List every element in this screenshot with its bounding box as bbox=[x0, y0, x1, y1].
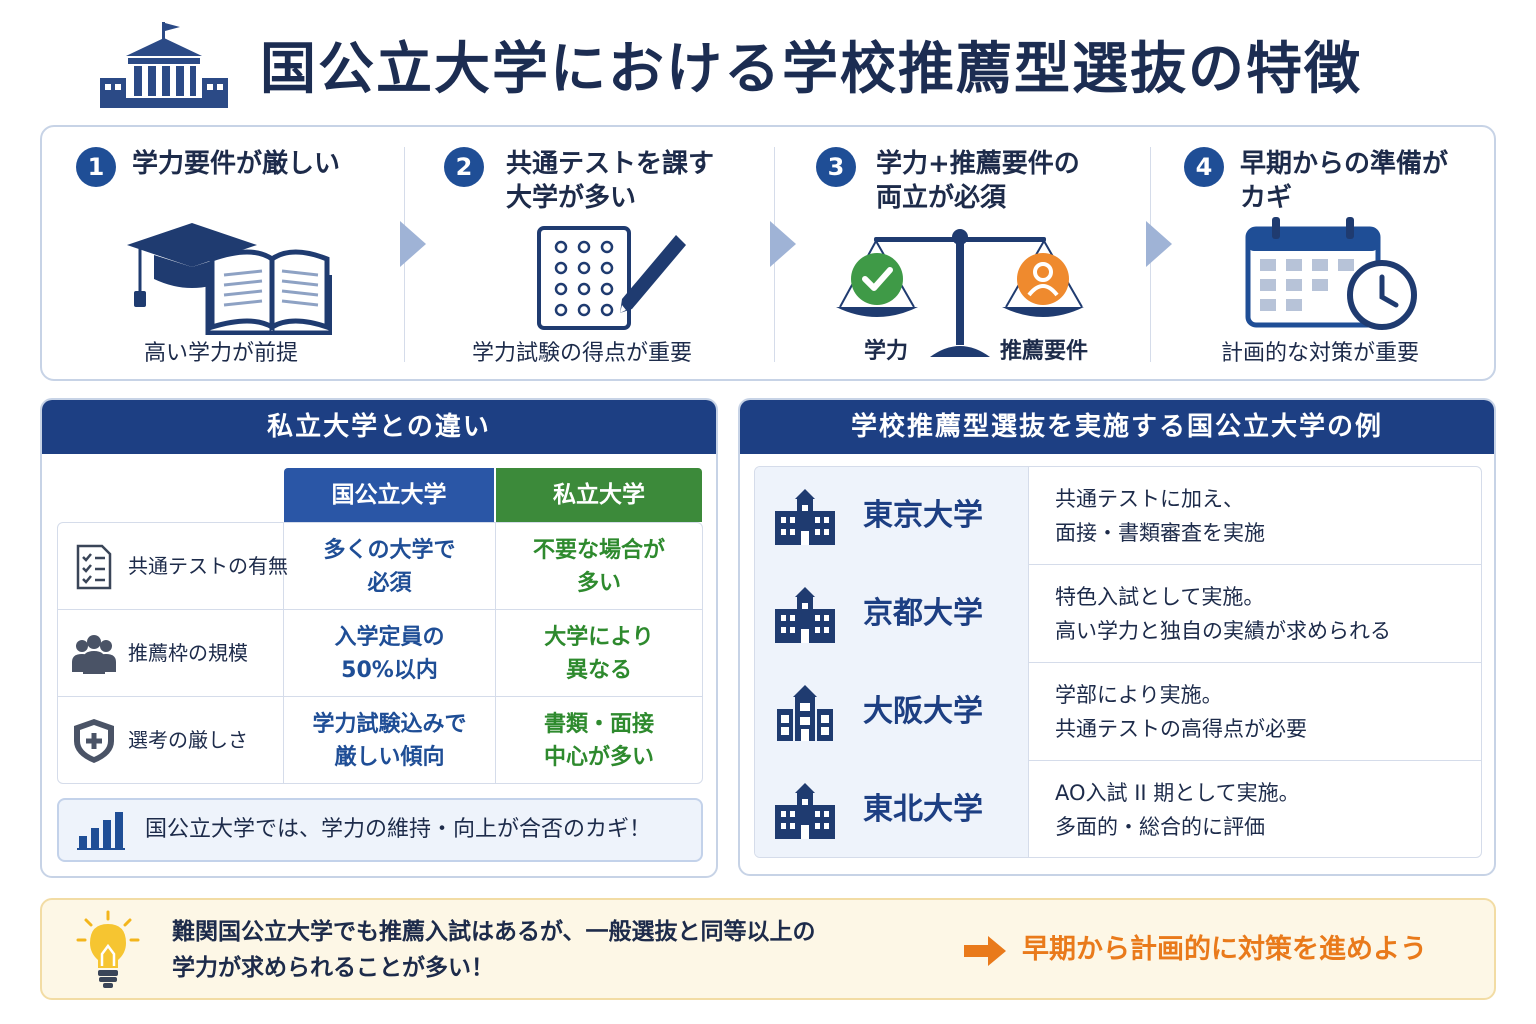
university-description: 学部により実施。 共通テストの高得点が必要 bbox=[1055, 683, 1307, 741]
tip-box: 難関国公立大学でも推薦入試はあるが、一般選抜と同等以上の 学力が求められることが… bbox=[40, 898, 1496, 1000]
people-group-icon bbox=[72, 635, 116, 674]
national-cell: 入学定員の 50%以内 bbox=[284, 610, 496, 697]
university-examples-header: 学校推薦型選抜を実施する国公立大学の例 bbox=[740, 400, 1494, 454]
comparison-header: 私立大学との違い bbox=[42, 400, 716, 454]
tip-text: 難関国公立大学でも推薦入試はあるが、一般選抜と同等以上の 学力が求められることが… bbox=[172, 919, 816, 981]
balance-scale-icon bbox=[836, 229, 1084, 357]
answer-sheet-pencil-icon bbox=[537, 226, 686, 330]
key-message: 国公立大学では、学力の維持・向上が合否のカギ！ bbox=[145, 817, 652, 842]
step-3-number: 3 bbox=[816, 147, 856, 187]
step-3-caption-left: 学力 bbox=[863, 339, 908, 364]
university-name: 東北大学 bbox=[863, 792, 983, 827]
university-name-cell: 東京大学 bbox=[755, 467, 1029, 565]
university-name: 東京大学 bbox=[863, 498, 983, 533]
step-4-number: 4 bbox=[1184, 147, 1224, 187]
shield-plus-icon bbox=[74, 719, 114, 763]
university-name: 大阪大学 bbox=[863, 694, 983, 729]
table-row: 推薦枠の規模 入学定員の 50%以内 大学により 異なる bbox=[58, 610, 702, 697]
chevron-right-icon bbox=[770, 221, 796, 267]
step-2-number: 2 bbox=[444, 147, 484, 187]
row-label: 選考の厳しさ bbox=[128, 728, 248, 752]
step-2-title: 共通テストを課す 大学が多い bbox=[506, 149, 715, 213]
university-name-cell: 大阪大学 bbox=[755, 663, 1029, 761]
national-cell: 学力試験込みで 厳しい傾向 bbox=[284, 697, 496, 784]
column-header-national: 国公立大学 bbox=[284, 468, 494, 522]
row-label-cell: 推薦枠の規模 bbox=[58, 610, 284, 697]
step-3-caption-right: 推薦要件 bbox=[999, 339, 1088, 364]
key-message-box: 国公立大学では、学力の維持・向上が合否のカギ！ bbox=[57, 798, 703, 862]
step-2-caption: 学力試験の得点が重要 bbox=[471, 341, 692, 366]
step-4-title: 早期からの準備が カギ bbox=[1240, 149, 1449, 213]
university-description: 共通テストに加え、 面接・書類審査を実施 bbox=[1055, 487, 1265, 545]
arrow-right-icon bbox=[964, 936, 1006, 966]
university-examples-panel: 学校推薦型選抜を実施する国公立大学の例 東京大学 共通テストに加え、 面接・書類… bbox=[738, 398, 1496, 876]
table-row: 京都大学 特色入試として実施。 高い学力と独自の実績が求められる bbox=[755, 565, 1481, 663]
private-cell: 大学により 異なる bbox=[544, 624, 654, 683]
lightbulb-icon bbox=[76, 910, 140, 988]
chevron-right-icon bbox=[1146, 221, 1172, 267]
university-name-cell: 京都大学 bbox=[755, 565, 1029, 663]
call-to-action: 早期から計画的に対策を進めよう bbox=[1022, 934, 1427, 965]
step-1-caption: 高い学力が前提 bbox=[143, 341, 298, 366]
row-label: 共通テストの有無 bbox=[128, 554, 288, 578]
row-label-cell: 選考の厳しさ bbox=[58, 697, 284, 784]
graduation-cap-book-icon bbox=[127, 223, 332, 335]
step-4-caption: 計画的な対策が重要 bbox=[1220, 341, 1419, 366]
comparison-panel: 私立大学との違い 国公立大学 私立大学 共通テストの有無 多くの大学で 必須 不… bbox=[40, 398, 718, 878]
university-description: 特色入試として実施。 高い学力と独自の実績が求められる bbox=[1055, 585, 1391, 643]
university-name: 京都大学 bbox=[863, 596, 983, 631]
step-1-title: 学力要件が厳しい bbox=[132, 149, 341, 179]
private-cell: 不要な場合が 多い bbox=[532, 537, 665, 596]
table-row: 東京大学 共通テストに加え、 面接・書類審査を実施 bbox=[755, 467, 1481, 565]
table-row: 大阪大学 学部により実施。 共通テストの高得点が必要 bbox=[755, 663, 1481, 761]
university-table: 東京大学 共通テストに加え、 面接・書類審査を実施 京都大学 特色入試として実施… bbox=[754, 466, 1482, 858]
step-1-number: 1 bbox=[76, 147, 116, 187]
school-building-icon bbox=[775, 489, 835, 545]
private-cell: 書類・面接 中心が多い bbox=[543, 711, 654, 770]
column-header-private: 私立大学 bbox=[496, 468, 702, 522]
steps-panel: 1 学力要件が厳しい 高い学力が前提 2 共通テストを課す 大学が多い 学力試験… bbox=[40, 125, 1496, 381]
table-row: 選考の厳しさ 学力試験込みで 厳しい傾向 書類・面接 中心が多い bbox=[58, 697, 702, 784]
table-row: 共通テストの有無 多くの大学で 必須 不要な場合が 多い bbox=[58, 523, 702, 610]
school-building-icon bbox=[775, 587, 835, 643]
row-label-cell: 共通テストの有無 bbox=[58, 523, 288, 610]
checklist-icon bbox=[76, 544, 112, 590]
university-description: AO入試 II 期として実施。 多面的・総合的に評価 bbox=[1055, 781, 1300, 839]
national-cell: 多くの大学で 必須 bbox=[284, 523, 496, 610]
calendar-clock-icon bbox=[1245, 217, 1417, 330]
comparison-table: 共通テストの有無 多くの大学で 必須 不要な場合が 多い 推薦枠の規模 入学定員… bbox=[57, 522, 703, 784]
chevron-right-icon bbox=[400, 221, 426, 267]
table-row: 東北大学 AO入試 II 期として実施。 多面的・総合的に評価 bbox=[755, 761, 1481, 857]
university-building-icon bbox=[100, 22, 228, 108]
school-building-icon bbox=[777, 685, 833, 741]
school-building-icon bbox=[775, 783, 835, 839]
university-name-cell: 東北大学 bbox=[755, 761, 1029, 857]
step-3-title: 学力+推薦要件の 両立が必須 bbox=[876, 149, 1080, 213]
page-title: 国公立大学における学校推薦型選抜の特徴 bbox=[260, 37, 1362, 102]
bar-chart-icon bbox=[77, 812, 125, 850]
row-label: 推薦枠の規模 bbox=[128, 641, 248, 665]
